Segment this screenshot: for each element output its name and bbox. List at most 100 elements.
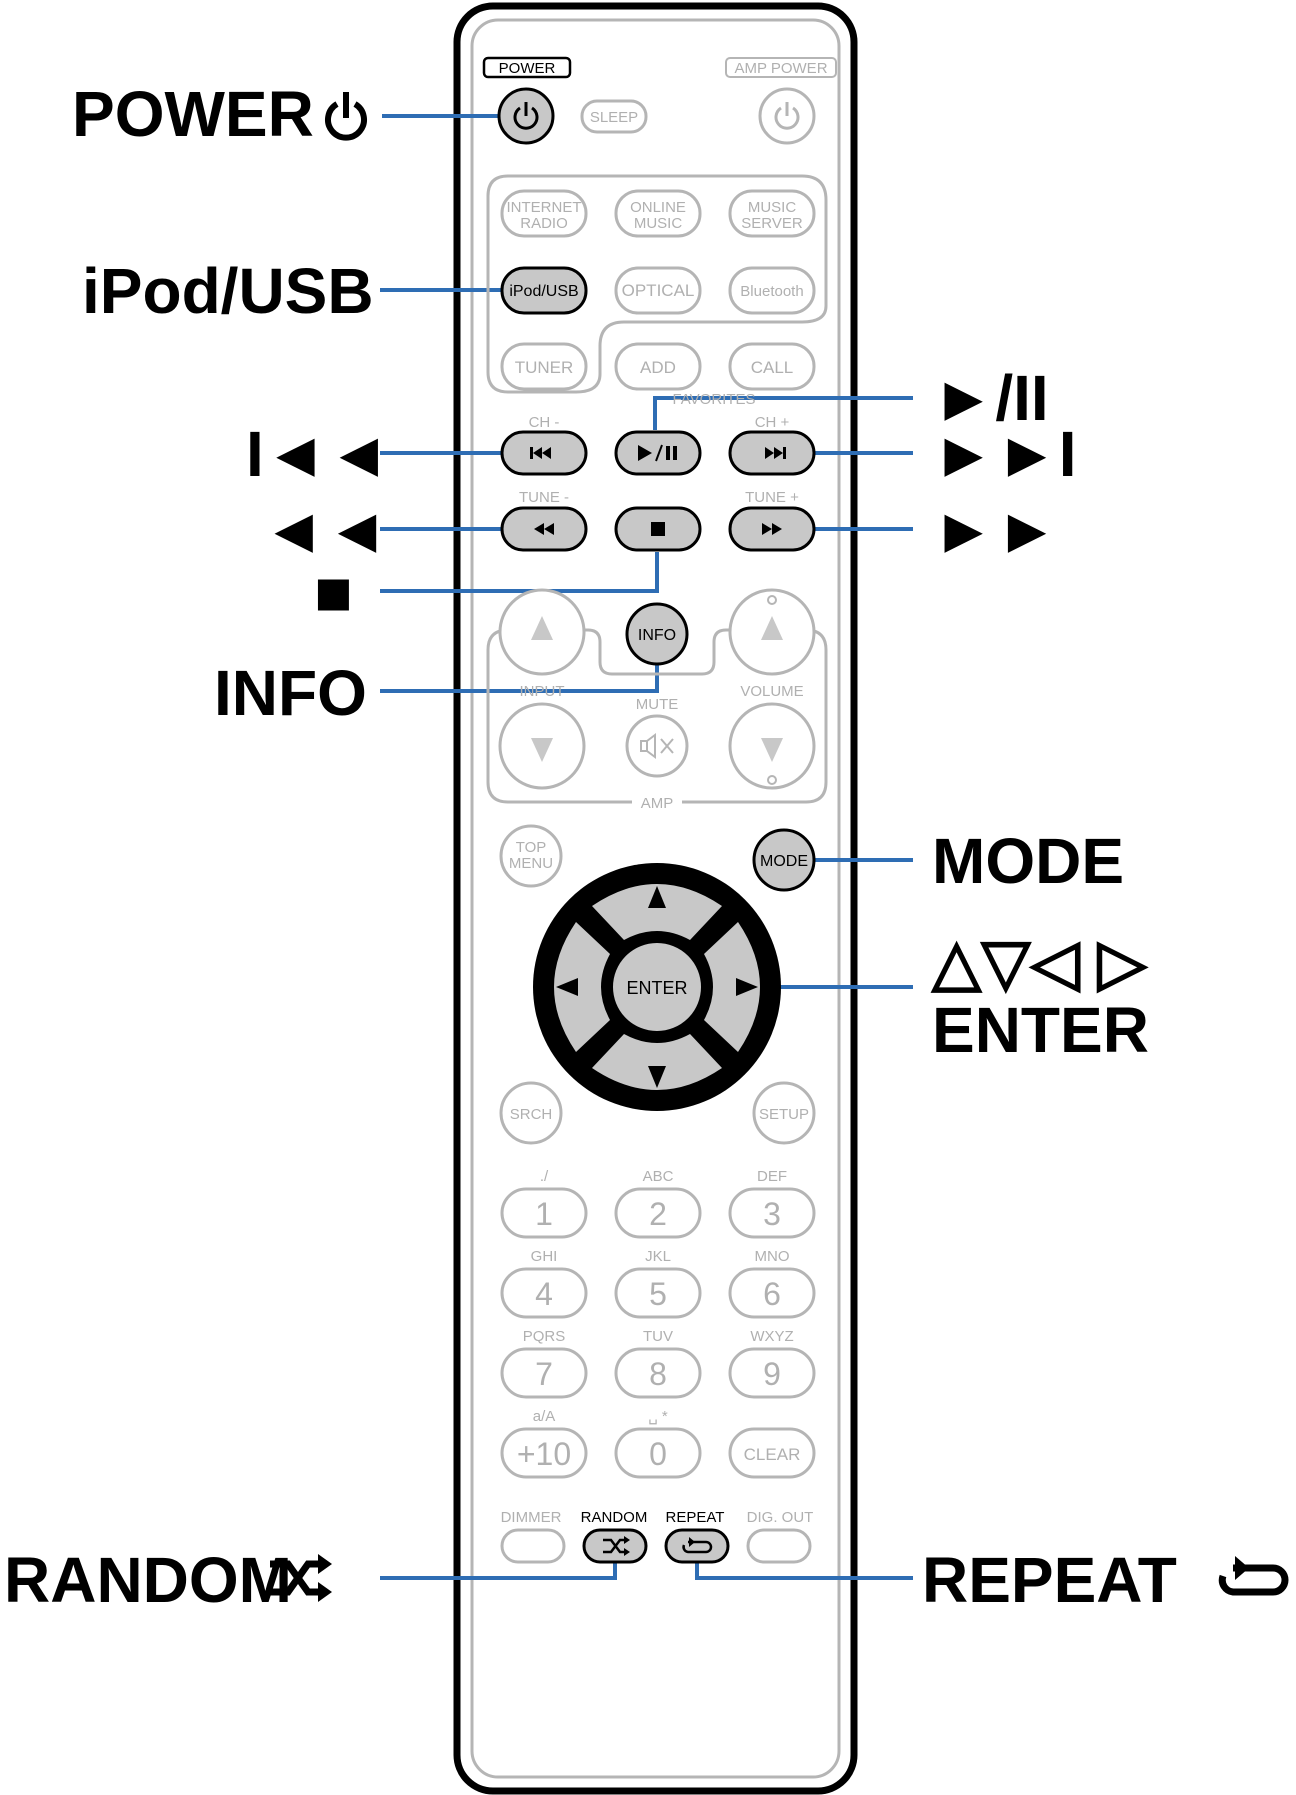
input-down-button[interactable] bbox=[498, 702, 586, 790]
navigation-section: TOP MENU MODE ENTER SR bbox=[499, 824, 816, 1145]
dpad-down-button[interactable] bbox=[592, 1034, 722, 1090]
keypad-button-3[interactable]: 4 bbox=[500, 1267, 588, 1319]
volume-dot bbox=[767, 595, 777, 605]
keypad-button-5[interactable]: 6 bbox=[728, 1267, 816, 1319]
power-label: POWER bbox=[499, 60, 556, 77]
keypad-letters: JKL bbox=[645, 1248, 671, 1265]
down-arrow-icon bbox=[648, 1066, 666, 1088]
callout-cursors: △▽◁ ▷ bbox=[930, 926, 1149, 998]
music-server-label-2: SERVER bbox=[741, 215, 803, 232]
info-button[interactable]: INFO bbox=[625, 602, 689, 666]
keypad-button-1[interactable]: 2 bbox=[614, 1187, 702, 1239]
enter-button[interactable]: ENTER bbox=[609, 939, 705, 1035]
volume-dot bbox=[767, 775, 777, 785]
internet-radio-label: INTERNET bbox=[507, 199, 582, 216]
keypad-button-7[interactable]: 8 bbox=[614, 1347, 702, 1399]
search-button[interactable]: SRCH bbox=[499, 1081, 563, 1145]
dpad-right-button[interactable] bbox=[704, 922, 760, 1052]
dimmer-button[interactable] bbox=[500, 1528, 566, 1564]
volume-down-button[interactable] bbox=[728, 702, 816, 790]
shuffle-icon bbox=[270, 1554, 332, 1602]
callout-random: RANDOM bbox=[4, 1544, 292, 1616]
up-arrow-icon bbox=[761, 616, 783, 640]
keypad-button-4[interactable]: 5 bbox=[614, 1267, 702, 1319]
optical-label: OPTICAL bbox=[622, 281, 695, 300]
fast-forward-button[interactable] bbox=[728, 506, 816, 552]
keypad-button-0[interactable]: 1 bbox=[500, 1187, 588, 1239]
callout-ipod-usb: iPod/USB bbox=[82, 255, 374, 327]
dpad-up-button[interactable] bbox=[592, 884, 722, 940]
call-button[interactable]: CALL bbox=[728, 342, 816, 391]
ch-minus-label: CH - bbox=[529, 414, 560, 431]
keypad-digit: 9 bbox=[763, 1356, 781, 1392]
keypad-letters: ␣ * bbox=[648, 1408, 668, 1425]
play-pause-button[interactable] bbox=[614, 430, 702, 476]
ch-plus-label: CH + bbox=[755, 414, 790, 431]
keypad-button-10[interactable]: 0 bbox=[614, 1427, 702, 1479]
mode-button[interactable]: MODE bbox=[752, 828, 816, 892]
callout-rewind: ◄◄ bbox=[262, 494, 389, 566]
keypad-digit: 4 bbox=[535, 1276, 553, 1312]
callout-skip-forward: ►►I bbox=[932, 418, 1076, 490]
volume-label: VOLUME bbox=[740, 683, 803, 700]
keypad-letters: GHI bbox=[531, 1248, 558, 1265]
add-button[interactable]: ADD bbox=[614, 342, 702, 391]
ipod-usb-button[interactable]: iPod/USB bbox=[500, 266, 588, 315]
keypad-button-2[interactable]: 3 bbox=[728, 1187, 816, 1239]
music-server-label: MUSIC bbox=[748, 199, 797, 216]
keypad-button-9[interactable]: +10 bbox=[500, 1427, 588, 1479]
online-music-label: ONLINE bbox=[630, 199, 686, 216]
online-music-button[interactable]: ONLINE MUSIC bbox=[614, 189, 702, 238]
mute-button[interactable] bbox=[625, 714, 689, 778]
keypad-digit: 3 bbox=[763, 1196, 781, 1232]
keypad-button-8[interactable]: 9 bbox=[728, 1347, 816, 1399]
stop-icon bbox=[651, 522, 665, 536]
skip-forward-button[interactable] bbox=[728, 430, 816, 476]
volume-up-button[interactable] bbox=[728, 588, 816, 676]
keypad-digit: 7 bbox=[535, 1356, 553, 1392]
favorites-label: FAVORITES bbox=[672, 391, 755, 408]
sleep-label: SLEEP bbox=[590, 109, 638, 126]
power-section: POWER AMP POWER SLEEP bbox=[482, 56, 837, 145]
input-up-button[interactable] bbox=[498, 588, 586, 676]
stop-button[interactable] bbox=[614, 506, 702, 552]
amp-power-button[interactable] bbox=[758, 87, 816, 145]
input-label: INPUT bbox=[520, 683, 565, 700]
tune-plus-label: TUNE + bbox=[745, 489, 799, 506]
power-button[interactable] bbox=[497, 87, 555, 145]
music-server-button[interactable]: MUSIC SERVER bbox=[728, 189, 816, 238]
dpad-left-button[interactable] bbox=[554, 922, 610, 1052]
callout-repeat: REPEAT bbox=[922, 1544, 1177, 1616]
top-menu-button[interactable]: TOP MENU bbox=[499, 824, 563, 888]
dig-out-button[interactable] bbox=[746, 1528, 812, 1564]
keypad-letters: TUV bbox=[643, 1328, 673, 1345]
tuner-button[interactable]: TUNER bbox=[500, 342, 588, 391]
keypad-letters: PQRS bbox=[523, 1328, 566, 1345]
rewind-button[interactable] bbox=[500, 506, 588, 552]
keypad-letters: WXYZ bbox=[750, 1328, 793, 1345]
skip-back-button[interactable] bbox=[500, 430, 588, 476]
keypad-button-6[interactable]: 7 bbox=[500, 1347, 588, 1399]
keypad-letters: MNO bbox=[755, 1248, 790, 1265]
dig-out-label: DIG. OUT bbox=[747, 1509, 814, 1526]
keypad-digit: 2 bbox=[649, 1196, 667, 1232]
random-button[interactable] bbox=[582, 1528, 648, 1564]
mode-label: MODE bbox=[760, 853, 808, 870]
setup-button[interactable]: SETUP bbox=[752, 1081, 816, 1145]
bluetooth-button[interactable]: Bluetooth bbox=[728, 266, 816, 315]
skip-forward-icon bbox=[765, 447, 786, 459]
callout-power: POWER bbox=[72, 78, 314, 150]
ipod-usb-label: iPod/USB bbox=[509, 283, 578, 300]
optical-button[interactable]: OPTICAL bbox=[614, 266, 702, 315]
keypad-button-11[interactable]: CLEAR bbox=[728, 1427, 816, 1479]
sleep-button[interactable]: SLEEP bbox=[580, 99, 648, 134]
skip-back-icon bbox=[530, 447, 551, 459]
tune-minus-label: TUNE - bbox=[519, 489, 569, 506]
keypad-digit: 5 bbox=[649, 1276, 667, 1312]
internet-radio-button[interactable]: INTERNET RADIO bbox=[500, 189, 588, 238]
keypad-digit: 1 bbox=[535, 1196, 553, 1232]
keypad-letters: a/A bbox=[533, 1408, 556, 1425]
repeat-button[interactable] bbox=[664, 1528, 730, 1564]
power-label-box bbox=[482, 56, 572, 79]
